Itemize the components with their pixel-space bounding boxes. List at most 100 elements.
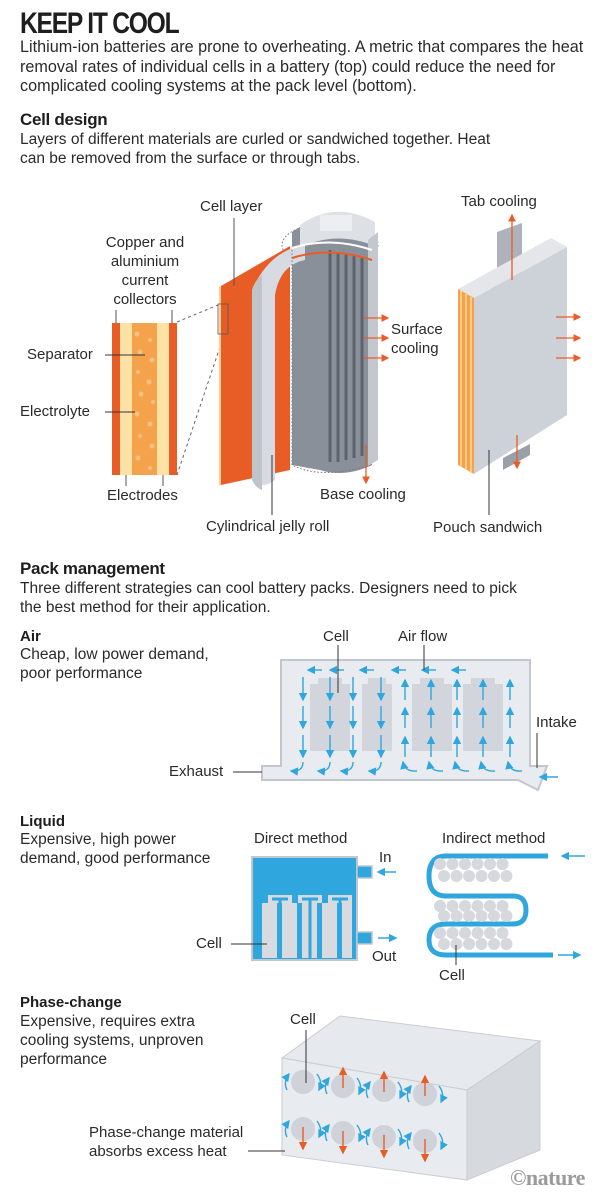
indirect-cell <box>500 938 513 950</box>
indirect-cell <box>488 870 500 882</box>
indirect-cell <box>438 938 450 950</box>
indirect-cell <box>463 870 475 882</box>
phase-change-diagram <box>248 1015 542 1181</box>
phase-change-cell <box>291 1070 315 1094</box>
circulation-arrow <box>397 1128 407 1147</box>
indirect-cell <box>438 910 450 922</box>
indirect-cell <box>434 858 446 870</box>
circulation-arrow <box>321 1123 330 1142</box>
phase-change-description: Expensive, requires extra cooling system… <box>20 1013 204 1068</box>
circulation-arrow <box>362 1127 371 1146</box>
liquid-direct-diagram <box>231 856 398 961</box>
airflow-arrow-exhaust <box>289 761 304 776</box>
label-tab-cooling: Tab cooling <box>461 193 537 210</box>
air-label-intake: Intake <box>536 714 577 731</box>
circulation-arrow <box>321 1076 330 1095</box>
airflow-arrow-intake <box>452 760 470 772</box>
airflow-arrow-exhaust <box>339 761 354 776</box>
liquid-label-cell-direct: Cell <box>196 935 222 952</box>
circulation-arrow <box>356 1124 366 1143</box>
airflow-arrow-intake <box>426 760 444 772</box>
indirect-cell <box>488 910 500 922</box>
indirect-cell <box>471 900 484 912</box>
indirect-cell <box>484 858 496 870</box>
circulation-arrow <box>403 1084 412 1103</box>
separator-electrolyte <box>132 323 157 475</box>
page-title: KEEP IT COOL <box>20 7 180 40</box>
indirect-cell <box>496 858 509 870</box>
circulation-arrow <box>397 1081 407 1100</box>
intro-text: Lithium-ion batteries are prone to overh… <box>20 38 584 95</box>
indirect-cell <box>450 870 463 882</box>
indirect-cell <box>471 858 484 870</box>
air-label-air-flow: Air flow <box>398 628 448 645</box>
indirect-cell <box>463 938 475 950</box>
label-cell-layer: Cell layer <box>200 198 263 215</box>
circulation-arrow <box>438 1132 448 1151</box>
indirect-cell <box>463 910 475 922</box>
indirect-cell <box>459 858 471 870</box>
cylindrical-cell-illustration <box>217 211 390 515</box>
air-label-cell: Cell <box>323 628 349 645</box>
indirect-cell <box>475 910 488 922</box>
liquid-label-out: Out <box>372 948 397 965</box>
pouch-cell-illustration <box>458 213 582 515</box>
indirect-cell <box>446 927 459 939</box>
label-surface-cooling: Surface cooling <box>391 321 443 357</box>
circulation-arrow <box>356 1077 366 1096</box>
liquid-heading: Liquid <box>20 813 65 830</box>
indirect-cell <box>496 900 509 912</box>
air-heading: Air <box>20 628 41 645</box>
label-base-cooling: Base cooling <box>320 486 406 503</box>
indirect-cell <box>446 858 459 870</box>
indirect-cell <box>488 938 500 950</box>
indirect-cell <box>446 900 459 912</box>
liquid-label-indirect-method: Indirect method <box>442 830 546 847</box>
indirect-cell <box>500 870 513 882</box>
cell-design-description: Layers of different materials are curled… <box>20 131 491 167</box>
circulation-arrow <box>316 1120 326 1139</box>
indirect-cell <box>459 900 471 912</box>
airflow-arrow-intake <box>505 760 523 772</box>
circulation-arrow <box>362 1080 371 1099</box>
liquid-description: Expensive, high power demand, good perfo… <box>20 831 211 867</box>
air-description: Cheap, low power demand, poor performanc… <box>20 646 209 682</box>
label-electrodes: Electrodes <box>107 487 178 504</box>
indirect-cell <box>475 870 488 882</box>
airflow-arrow-intake <box>478 760 496 772</box>
air-cooling-diagram <box>233 645 558 792</box>
airflow-arrow-exhaust <box>367 761 382 776</box>
indirect-cell <box>471 927 484 939</box>
cell-design-heading: Cell design <box>20 110 108 129</box>
indirect-cell <box>500 910 513 922</box>
indirect-cell <box>484 927 496 939</box>
phase-change-heading: Phase-change <box>20 994 122 1011</box>
indirect-cell <box>438 870 450 882</box>
liquid-indirect-diagram <box>426 851 585 965</box>
electrode-right <box>157 323 169 475</box>
indirect-cell <box>450 938 463 950</box>
pack-management-heading: Pack management <box>20 559 165 578</box>
indirect-cell <box>459 927 471 939</box>
liquid-label-in: In <box>379 849 392 866</box>
indirect-cell <box>434 927 446 939</box>
pack-management-description: Three different strategies can cool batt… <box>20 580 517 616</box>
circulation-arrow <box>438 1085 448 1104</box>
air-label-exhaust: Exhaust <box>169 763 224 780</box>
indirect-cell <box>475 938 488 950</box>
phase-change-label-material: Phase-change material absorbs excess hea… <box>89 1124 244 1160</box>
airflow-arrow-intake <box>400 760 418 772</box>
indirect-cell <box>434 900 446 912</box>
nature-logo: ©nature <box>510 1165 585 1190</box>
liquid-label-cell-indirect: Cell <box>439 967 465 984</box>
label-separator: Separator <box>27 346 93 363</box>
label-pouch-sandwich: Pouch sandwich <box>433 519 543 536</box>
indirect-cell <box>484 900 496 912</box>
electrode-left <box>120 323 132 475</box>
circulation-arrow <box>403 1131 412 1150</box>
airflow-arrow-exhaust <box>316 761 331 776</box>
liquid-label-direct-method: Direct method <box>254 830 348 847</box>
circulation-arrow <box>281 1119 290 1138</box>
circulation-arrow <box>316 1073 326 1092</box>
